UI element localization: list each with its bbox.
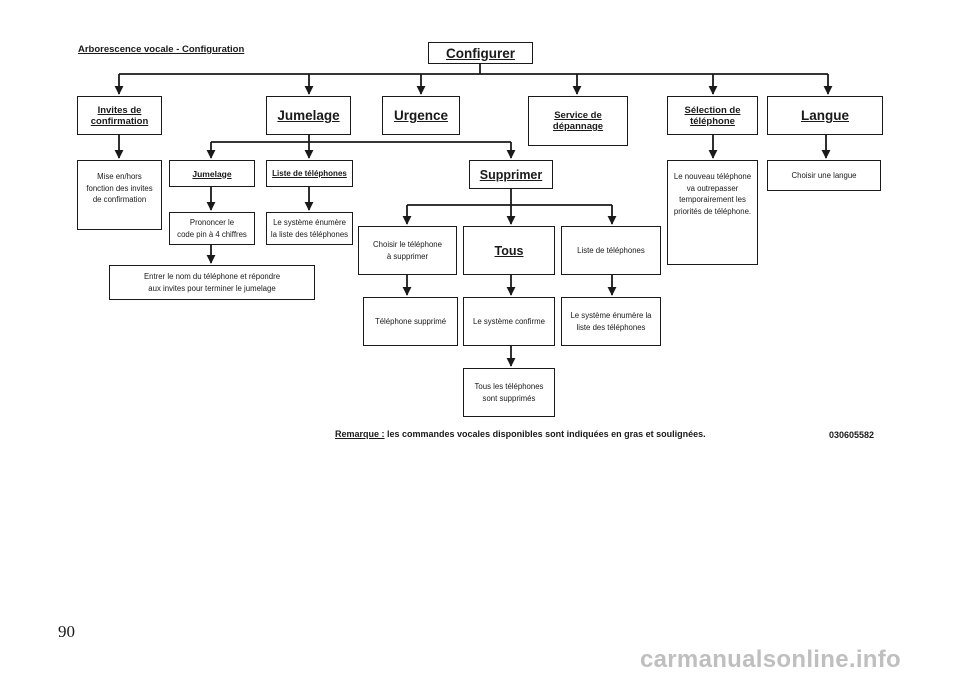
remark-label: Remarque : — [335, 429, 385, 439]
selection-telephone-box: Sélection de téléphone — [667, 96, 758, 135]
supprimer-box: Supprimer — [469, 160, 553, 189]
service-depannage-box: Service de dépannage — [528, 96, 628, 146]
systeme-confirme-box: Le système confirme — [463, 297, 555, 346]
remark-note: Remarque : les commandes vocales disponi… — [335, 429, 706, 439]
choisir-langue-box: Choisir une langue — [767, 160, 881, 191]
telephone-supprime-box: Téléphone supprimé — [363, 297, 458, 346]
liste-telephones-box: Liste de téléphones — [561, 226, 661, 275]
langue-box: Langue — [767, 96, 883, 135]
liste-telephones-sub-box: Liste de téléphones — [266, 160, 353, 187]
prononcer-code-box: Prononcer le code pin à 4 chiffres — [169, 212, 255, 245]
choisir-telephone-box: Choisir le téléphone à supprimer — [358, 226, 457, 275]
entrer-nom-box: Entrer le nom du téléphone et répondre a… — [109, 265, 315, 300]
jumelage-box: Jumelage — [266, 96, 351, 135]
mise-en-hors-fonction-box: Mise en/hors fonction des invites de con… — [77, 160, 162, 230]
systeme-enumere-liste-box: Le système énumère la liste des téléphon… — [561, 297, 661, 346]
tous-box: Tous — [463, 226, 555, 275]
watermark: carmanualsonline.info — [640, 646, 902, 673]
nouveau-telephone-box: Le nouveau téléphone va outrepasser temp… — [667, 160, 758, 265]
tous-supprimes-box: Tous les téléphones sont supprimés — [463, 368, 555, 417]
figure-code: 030605582 — [829, 430, 875, 440]
invites-confirmation-box: Invites de confirmation — [77, 96, 162, 135]
remark-text: les commandes vocales disponibles sont i… — [384, 429, 706, 439]
configurer-box: Configurer — [428, 42, 533, 64]
jumelage-sub-box: Jumelage — [169, 160, 255, 187]
diagram-title: Arborescence vocale - Configuration — [78, 44, 245, 55]
page-number: 90 — [58, 622, 75, 641]
urgence-box: Urgence — [382, 96, 460, 135]
systeme-enumere-box: Le système énumère la liste des téléphon… — [266, 212, 353, 245]
